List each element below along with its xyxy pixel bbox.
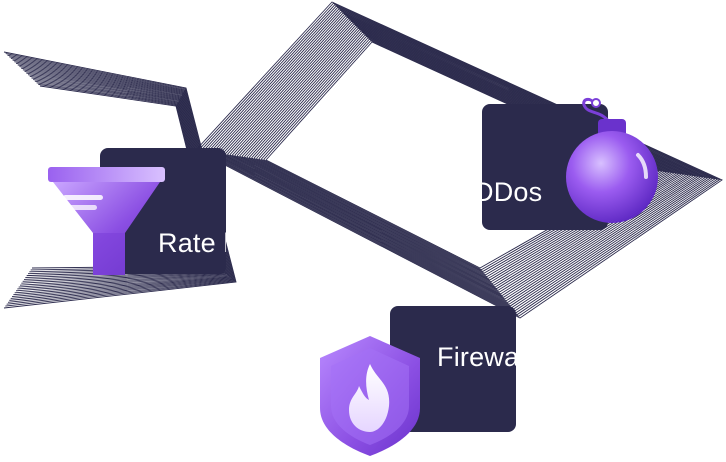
shield-flame-icon bbox=[320, 336, 420, 456]
right-pattern-line bbox=[198, 2, 721, 317]
right-pattern-line bbox=[241, 27, 678, 286]
right-pattern-line bbox=[248, 31, 670, 281]
right-pattern-line bbox=[258, 37, 661, 274]
right-pattern-line bbox=[234, 23, 685, 291]
ddos-label: DDos bbox=[482, 177, 543, 207]
right-pattern-line bbox=[214, 12, 704, 305]
right-pattern-line bbox=[227, 19, 692, 297]
right-pattern-line bbox=[217, 13, 702, 304]
right-pattern-line bbox=[246, 30, 673, 283]
right-pattern-line bbox=[224, 18, 694, 298]
right-pattern-line bbox=[195, 1, 723, 319]
right-pattern-line bbox=[202, 5, 716, 314]
right-pattern-line bbox=[251, 33, 668, 279]
right-pattern-line bbox=[256, 35, 663, 276]
right-pattern-line bbox=[253, 34, 666, 278]
rate-limit-label: Rate limit bbox=[158, 228, 226, 258]
right-pattern-line bbox=[236, 24, 682, 290]
right-pattern-line bbox=[207, 8, 711, 310]
right-pattern-line bbox=[212, 11, 707, 307]
right-pattern-line bbox=[229, 20, 690, 295]
bomb-icon bbox=[566, 97, 658, 223]
right-pattern-line bbox=[200, 4, 719, 316]
right-pattern-line bbox=[205, 6, 714, 312]
right-pattern-line bbox=[243, 29, 675, 285]
right-pattern-line bbox=[210, 9, 709, 309]
firewall-label: Firewall bbox=[437, 342, 516, 372]
right-pattern-line bbox=[231, 22, 687, 293]
right-pattern-line bbox=[219, 15, 699, 302]
right-pattern-line bbox=[222, 16, 697, 300]
funnel-icon bbox=[48, 167, 165, 275]
right-pattern-line bbox=[239, 26, 680, 288]
